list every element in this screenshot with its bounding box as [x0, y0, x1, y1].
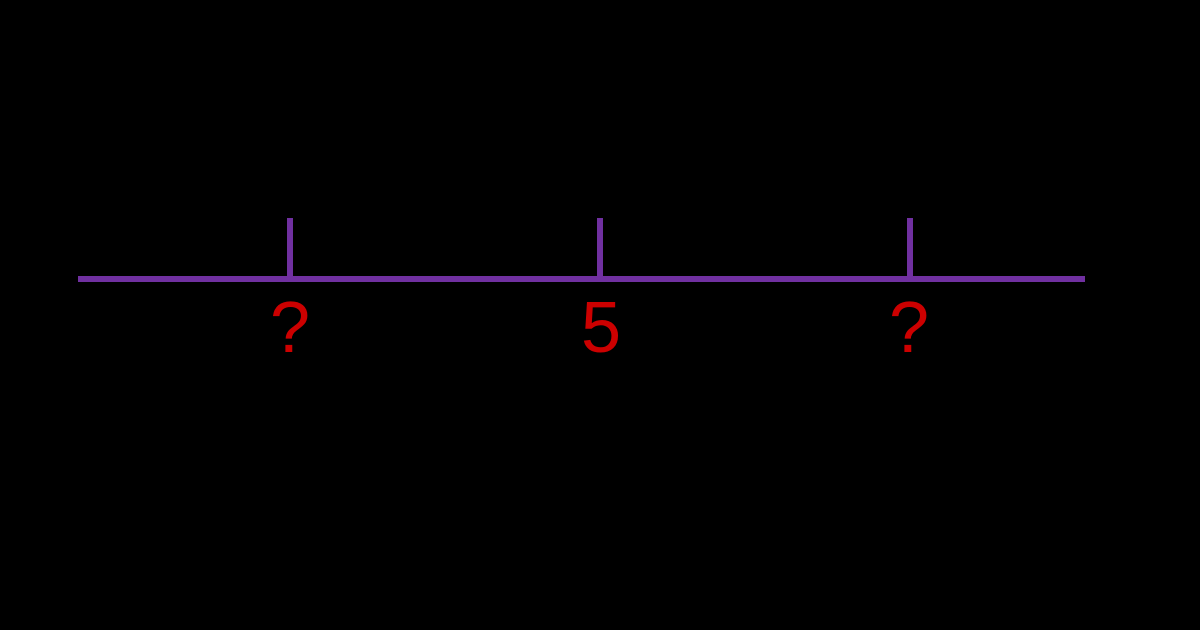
number-line-axis — [78, 276, 1085, 282]
tick-mark-left — [287, 218, 293, 282]
tick-label-right: ? — [888, 288, 930, 368]
tick-mark-right — [907, 218, 913, 282]
tick-mark-center — [597, 218, 603, 282]
tick-label-left: ? — [269, 288, 311, 368]
tick-label-center: 5 — [580, 288, 622, 368]
